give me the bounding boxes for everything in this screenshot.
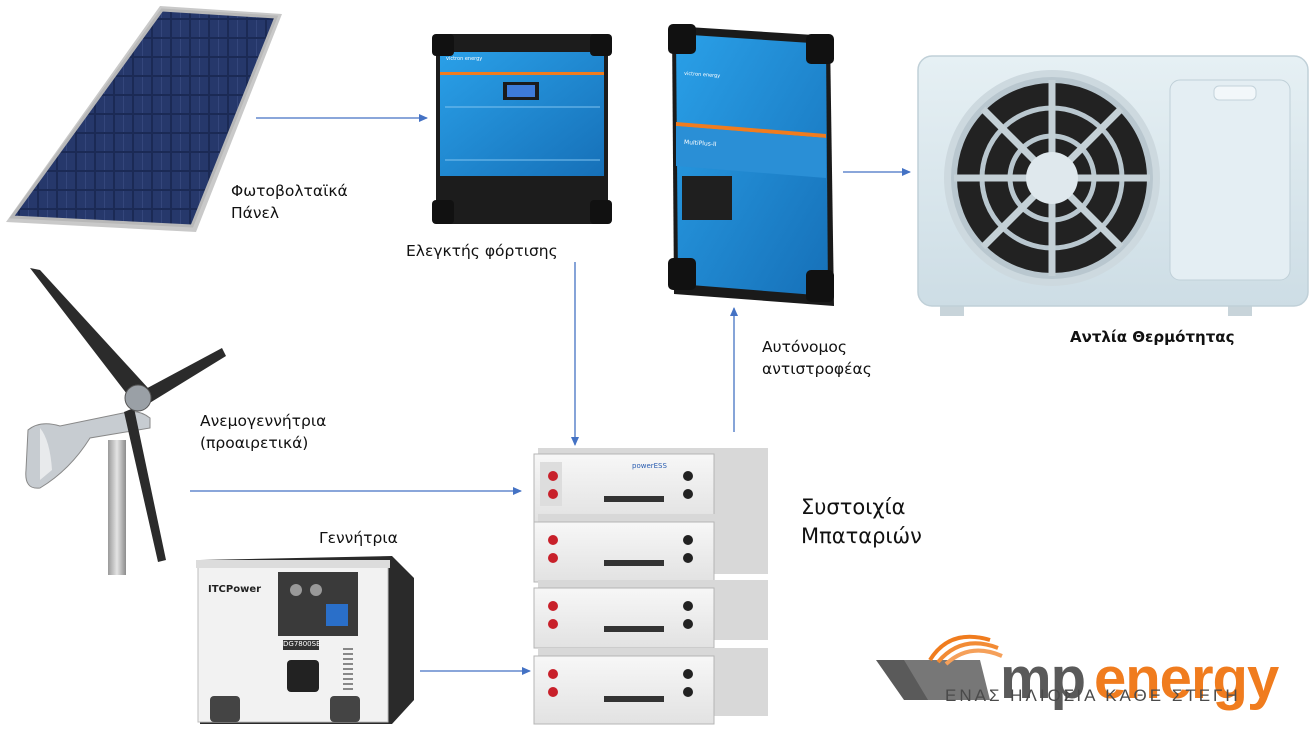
wind-turbine-illustration xyxy=(25,268,226,575)
label-wind-line1: Ανεμογεννήτρια xyxy=(200,412,327,430)
label-battery-line2: Μπαταριών xyxy=(801,524,922,548)
label-heat-pump: Αντλία Θερμότητας xyxy=(1070,328,1235,346)
label-inverter: Αυτόνομος αντιστροφέας xyxy=(762,336,872,380)
label-pv-line1: Φωτοβολταϊκά xyxy=(231,182,348,200)
logo-tagline-right: ΓΙΑ ΚΑΘΕ ΣΤΕΓΗ xyxy=(1064,686,1241,705)
label-battery-bank: Συστοιχία Μπαταριών xyxy=(801,493,922,551)
sun-stripes-icon xyxy=(876,634,1003,700)
label-wind-line2: (προαιρετικά) xyxy=(200,434,309,452)
label-wind-turbine: Ανεμογεννήτρια (προαιρετικά) xyxy=(200,410,326,454)
label-battery-line1: Συστοιχία xyxy=(801,495,906,519)
label-inverter-line1: Αυτόνομος xyxy=(762,338,847,356)
label-charge-controller: Ελεγκτής φόρτισης xyxy=(406,242,558,260)
logo-tagline-left: ΕΝΑΣ ΗΛΙΟΣ xyxy=(945,686,1078,705)
generator-model: DG7800SE xyxy=(283,640,321,648)
generator-illustration xyxy=(196,556,414,724)
controller-brand: victron energy xyxy=(446,56,483,62)
label-pv-panels: Φωτοβολταϊκά Πάνελ xyxy=(231,180,348,224)
charge-controller-illustration xyxy=(432,34,612,224)
logo-energy: energy xyxy=(1094,646,1279,711)
inverter-illustration xyxy=(668,24,834,306)
label-inverter-line2: αντιστροφέας xyxy=(762,360,872,378)
battery-stack-illustration xyxy=(533,448,768,725)
heat-pump-illustration xyxy=(917,55,1309,316)
label-pv-line2: Πάνελ xyxy=(231,204,280,222)
label-generator: Γεννήτρια xyxy=(319,529,398,547)
logo-mp: mp xyxy=(1000,646,1086,711)
generator-brand: ITCPower xyxy=(208,584,262,595)
solar-panel-illustration xyxy=(6,6,282,232)
battery-brand: powerESS xyxy=(632,462,667,470)
connector-arrows xyxy=(190,114,911,675)
